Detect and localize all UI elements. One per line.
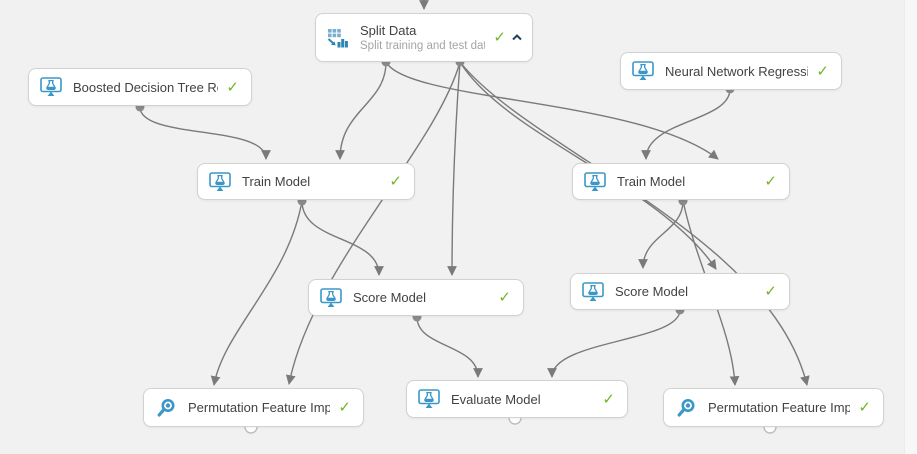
model-monitor-icon	[209, 171, 231, 192]
node-score-model-right[interactable]: Score Model ✓	[570, 273, 790, 310]
model-monitor-icon	[632, 61, 654, 81]
model-monitor-icon	[40, 77, 62, 97]
status-check-icon: ✓	[816, 62, 829, 80]
status-check-icon: ✓	[389, 173, 402, 190]
edge-score-right-to-evaluate[interactable]	[547, 309, 681, 378]
node-title: Evaluate Model	[451, 391, 541, 407]
status-check-icon: ✓	[498, 289, 511, 306]
edge-nn-to-train-right[interactable]	[641, 88, 731, 160]
status-check-icon: ✓	[602, 390, 615, 408]
model-monitor-icon	[582, 281, 604, 302]
split-data-icon	[327, 28, 349, 48]
node-subtitle: Split training and test data	[360, 40, 486, 52]
status-check-icon: ✓	[226, 78, 239, 96]
status-check-icon: ✓	[764, 283, 777, 300]
node-permutation-feature-importance-right[interactable]: Permutation Feature Import... ✓	[663, 388, 884, 427]
status-check-icon: ✓	[493, 29, 506, 46]
edge-split-left-to-train-left[interactable]	[335, 61, 387, 160]
node-title: Split Data	[360, 23, 417, 38]
node-boosted-decision-tree[interactable]: Boosted Decision Tree Regr... ✓	[28, 68, 252, 106]
magnifier-icon	[675, 397, 697, 419]
node-neural-network-regression[interactable]: Neural Network Regression ✓	[620, 52, 842, 90]
vertical-scrollbar[interactable]	[904, 0, 917, 454]
node-title: Train Model	[617, 174, 686, 189]
node-title: Neural Network Regression	[665, 63, 809, 79]
edge-train-left-to-score-center[interactable]	[301, 200, 384, 276]
edge-split-right-to-score-right[interactable]	[459, 61, 717, 270]
edge-split-left-to-train-right[interactable]	[385, 61, 719, 160]
status-check-icon: ✓	[858, 399, 871, 416]
edge-train-left-to-perm-left[interactable]	[210, 200, 303, 386]
node-train-model-left[interactable]: Train Model ✓	[197, 163, 415, 200]
model-monitor-icon	[418, 389, 440, 409]
edge-split-right-to-perm-left[interactable]	[285, 61, 461, 385]
edge-bdt-to-train-left[interactable]	[139, 106, 271, 160]
node-title: Train Model	[242, 174, 311, 189]
status-check-icon: ✓	[338, 399, 351, 416]
model-monitor-icon	[584, 171, 606, 192]
edge-train-right-to-score-right[interactable]	[638, 200, 684, 269]
node-title: Boosted Decision Tree Regr...	[73, 79, 218, 95]
node-permutation-feature-importance-left[interactable]: Permutation Feature Import... ✓	[143, 388, 364, 427]
node-title: Permutation Feature Import...	[708, 400, 851, 415]
node-split-data[interactable]: Split Data Split training and test data …	[315, 13, 533, 62]
edge-split-right-to-score-center[interactable]	[447, 61, 461, 276]
magnifier-icon	[155, 397, 177, 419]
node-train-model-right[interactable]: Train Model ✓	[572, 163, 790, 200]
node-title: Score Model	[353, 290, 426, 305]
edge-split-right-to-perm-right[interactable]	[459, 61, 810, 386]
chevron-up-icon[interactable]	[512, 34, 522, 41]
node-score-model-center[interactable]: Score Model ✓	[308, 279, 524, 316]
node-title: Score Model	[615, 284, 688, 299]
model-monitor-icon	[320, 287, 342, 308]
node-title: Permutation Feature Import...	[188, 400, 331, 415]
edge-score-center-to-evaluate[interactable]	[416, 316, 483, 378]
status-check-icon: ✓	[764, 173, 777, 190]
node-evaluate-model[interactable]: Evaluate Model ✓	[406, 380, 628, 418]
